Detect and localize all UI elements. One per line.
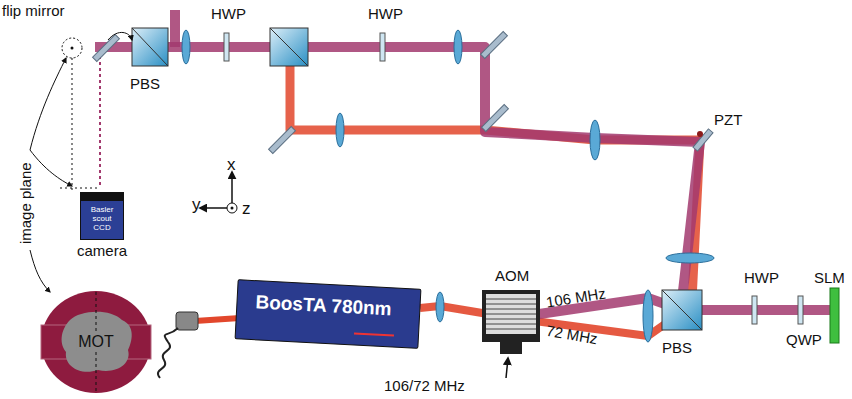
part-label: HWP: [211, 6, 246, 23]
laser-symbol: [354, 332, 394, 336]
part-label: PBS: [662, 340, 692, 357]
node-text: MOT: [76, 333, 116, 351]
part-label: PBS: [130, 76, 160, 93]
part-label: AOM: [495, 268, 529, 285]
tapered-amplifier: BoosTA 780nm: [235, 279, 422, 349]
node-text: Basler scout CCD: [81, 201, 123, 237]
part-label: QWP: [786, 332, 822, 349]
part-label: SLM: [814, 270, 845, 287]
part-label: 106/72 MHz: [384, 378, 465, 395]
part-label: z: [242, 200, 251, 219]
part-label: HWP: [744, 270, 779, 287]
part-label: y: [192, 196, 201, 215]
ccd-camera: Basler scout CCDcamera: [80, 192, 124, 240]
node-text: BoosTA 780nm: [236, 280, 421, 347]
part-label: flip mirror: [2, 3, 65, 20]
part-label: image plane: [18, 162, 35, 244]
node-heading: camera: [77, 242, 127, 259]
mot-image: MOT: [40, 290, 152, 394]
part-label: x: [227, 156, 236, 175]
part-label: PZT: [714, 112, 742, 129]
part-label: HWP: [368, 6, 403, 23]
